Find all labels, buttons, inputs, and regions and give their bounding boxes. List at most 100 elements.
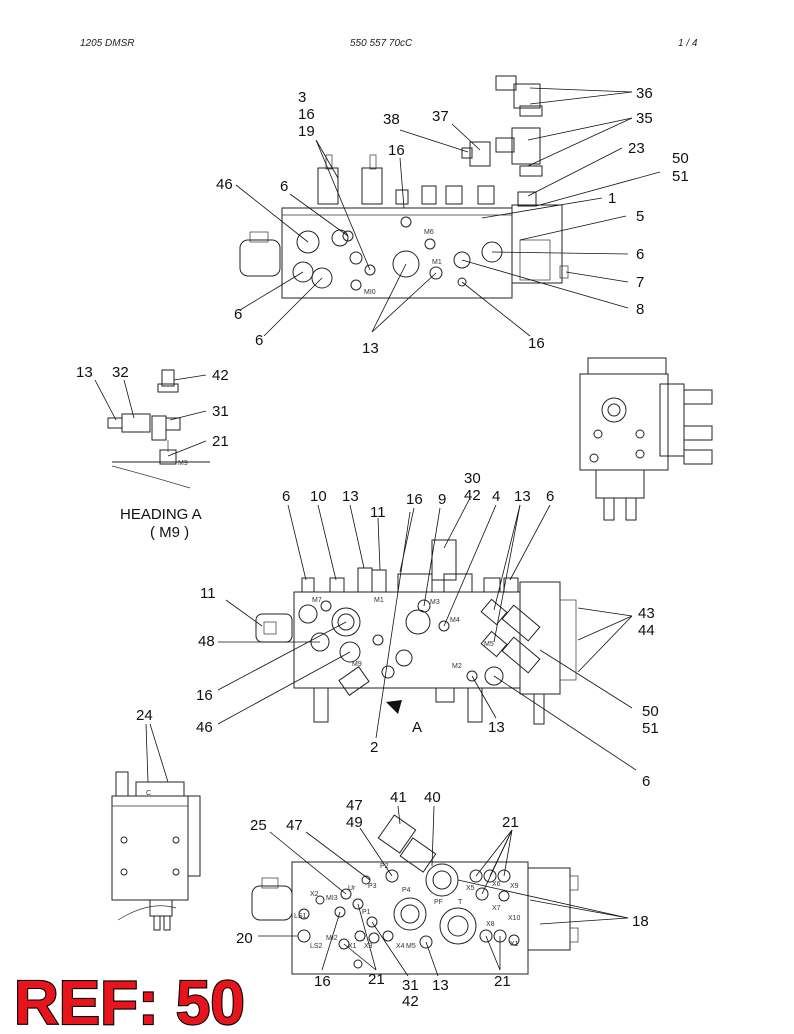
leader-lines-front-view <box>217 497 637 771</box>
valve-block-top-view: M6 M1 MI0 <box>239 75 569 299</box>
header-document-code: 1205 DMSR <box>80 38 135 49</box>
port-label-m1b: M1 <box>374 597 384 604</box>
callout-23: 23 <box>628 140 645 157</box>
callout-6: 6 <box>282 488 290 505</box>
callout-21: 21 <box>502 814 519 831</box>
port-label-ur: Ur <box>348 885 356 892</box>
valve-block-side-view <box>579 357 713 521</box>
callout-25: 25 <box>250 817 267 834</box>
port-label-m2: M2 <box>452 663 462 670</box>
port-label-x7: X7 <box>492 905 501 912</box>
view-arrow-a <box>386 700 402 714</box>
callout-11: 11 <box>200 585 216 602</box>
port-label-p2: P2 <box>380 863 389 870</box>
callout-40: 40 <box>424 789 441 806</box>
callout-42: 42 <box>212 367 229 384</box>
valve-block-front-view: M7 M1 M3 M4 M5 M9 M2 <box>255 539 577 725</box>
callout-50: 50 <box>642 703 659 720</box>
callout-38: 38 <box>383 111 400 128</box>
port-label-x2: X2 <box>310 891 319 898</box>
view-arrow-label: A <box>412 719 422 736</box>
header-part-number: 550 557 70cC <box>350 38 413 49</box>
callout-16: 16 <box>314 973 331 990</box>
callout-2: 2 <box>370 739 378 756</box>
callout-13: 13 <box>76 364 93 381</box>
callout-16: 16 <box>388 142 405 159</box>
callout-3: 3 <box>298 89 306 106</box>
callout-47: 47 <box>346 797 363 814</box>
port-label-p3: P3 <box>368 883 377 890</box>
callout-19: 19 <box>298 123 315 140</box>
callout-24: 24 <box>136 707 153 724</box>
port-label-x1b: X1 <box>510 941 519 948</box>
port-label-m10: MI0 <box>364 289 376 296</box>
heading-subtitle: ( M9 ) <box>150 524 189 541</box>
port-label-m6: M6 <box>424 229 434 236</box>
port-label-x5: X5 <box>466 885 475 892</box>
port-label-m5b: M5 <box>406 943 416 950</box>
callout-5: 5 <box>636 208 644 225</box>
callout-37: 37 <box>432 108 449 125</box>
leader-lines-bottom-view <box>258 805 629 977</box>
header-page-number: 1 / 4 <box>678 38 698 49</box>
port-label-x1: X1 <box>348 943 357 950</box>
port-label-t: T <box>458 899 463 906</box>
callout-13: 13 <box>362 340 379 357</box>
callout-6: 6 <box>255 332 263 349</box>
callout-21: 21 <box>494 973 511 990</box>
callout-36: 36 <box>636 85 653 102</box>
callout-42: 42 <box>464 487 481 504</box>
callout-35: 35 <box>636 110 653 127</box>
callout-6: 6 <box>642 773 650 790</box>
callout-16: 16 <box>406 491 423 508</box>
port-label-ls1: LS1 <box>294 913 307 920</box>
callout-46: 46 <box>216 176 233 193</box>
callout-20: 20 <box>236 930 253 947</box>
callout-6: 6 <box>234 306 242 323</box>
port-label-x4: X4 <box>396 943 405 950</box>
reference-stamp: REF: 50 <box>14 969 245 1034</box>
port-label-x10: X10 <box>508 915 521 922</box>
callout-31: 31 <box>402 977 419 994</box>
callout-41: 41 <box>390 789 407 806</box>
valve-block-left-side-view: C <box>111 771 201 931</box>
port-label-x3: X3 <box>364 943 373 950</box>
callout-1: 1 <box>608 190 616 207</box>
callout-7: 7 <box>636 274 644 291</box>
callout-47: 47 <box>286 817 303 834</box>
port-label-p1: P1 <box>362 909 371 916</box>
callout-13: 13 <box>342 488 359 505</box>
callout-11: 11 <box>370 504 386 521</box>
callout-21: 21 <box>212 433 229 450</box>
callout-43: 43 <box>638 605 655 622</box>
callout-48: 48 <box>198 633 215 650</box>
callout-50: 50 <box>672 150 689 167</box>
callout-31: 31 <box>212 403 229 420</box>
callout-13: 13 <box>432 977 449 994</box>
port-label-c: C <box>146 790 151 797</box>
callout-9: 9 <box>438 491 446 508</box>
callouts-front-view: 6 10 13 11 16 9 30 42 4 13 6 11 48 16 46… <box>196 470 659 790</box>
callout-13: 13 <box>514 488 531 505</box>
port-label-m7: M7 <box>312 597 322 604</box>
valve-block-bottom-view: P2 P3 P4 Ur X2 MI3 X5 X6 X9 PF T X7 LS1 … <box>251 814 579 975</box>
callout-32: 32 <box>112 364 129 381</box>
callout-18: 18 <box>632 913 649 930</box>
callouts-bottom-view: 47 49 41 40 25 47 21 20 16 21 31 42 13 2… <box>236 789 649 1010</box>
callout-51: 51 <box>642 720 659 737</box>
leader-lines-side <box>145 723 169 783</box>
callout-44: 44 <box>638 622 655 639</box>
callout-16: 16 <box>298 106 315 123</box>
port-label-p4: P4 <box>402 887 411 894</box>
callout-42: 42 <box>402 993 419 1010</box>
callouts-heading: 13 32 42 31 21 <box>76 364 229 450</box>
port-label-ls2: LS2 <box>310 943 323 950</box>
port-label-x9: X9 <box>510 883 519 890</box>
port-label-m5: M5 <box>484 641 494 648</box>
callout-21: 21 <box>368 971 385 988</box>
port-label-m3: M3 <box>430 599 440 606</box>
callout-51: 51 <box>672 168 689 185</box>
heading-title: HEADING A <box>120 506 202 523</box>
callout-13: 13 <box>488 719 505 736</box>
